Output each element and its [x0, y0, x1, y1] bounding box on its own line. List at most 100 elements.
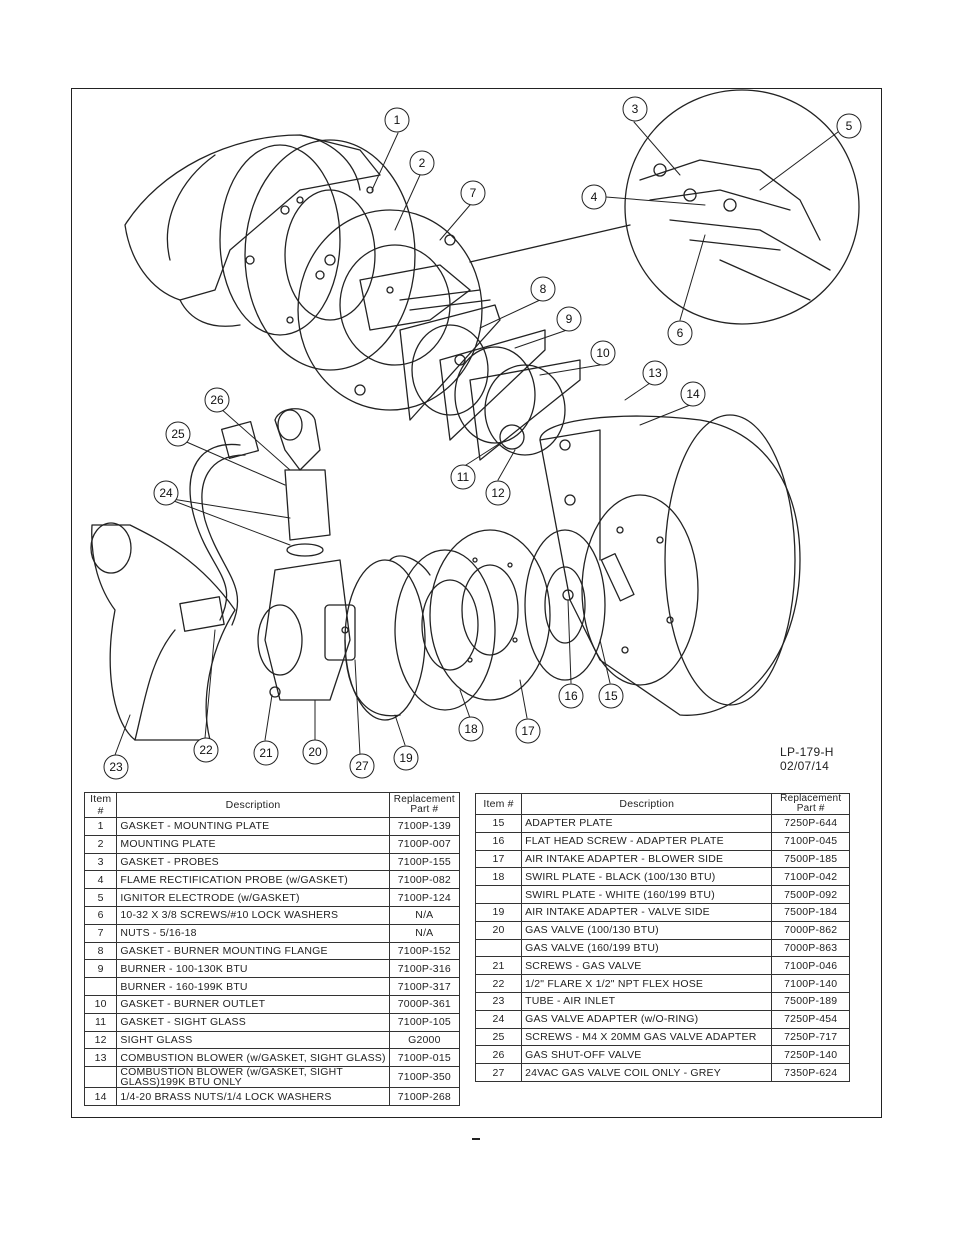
- cell-description: GAS SHUT-OFF VALVE: [521, 1045, 773, 1065]
- intake-adapter-valve-side-shape: [389, 549, 496, 711]
- cell-description: COMBUSTION BLOWER (w/GASKET, SIGHT GLASS…: [116, 1048, 390, 1068]
- cell-item: 6: [83, 905, 118, 925]
- drawing-code: LP-179-H: [780, 745, 834, 759]
- cell-description: AIR INTAKE ADAPTER - BLOWER SIDE: [521, 849, 773, 869]
- cell-description: GASKET - BURNER MOUNTING FLANGE: [116, 941, 390, 961]
- cell-description: 1/4-20 BRASS NUTS/1/4 LOCK WASHERS: [116, 1087, 390, 1106]
- cell-description: BURNER - 160-199K BTU: [116, 977, 390, 996]
- cell-part: 7100P-155: [388, 852, 461, 872]
- callout-24: 24: [159, 486, 173, 500]
- intake-adapter-blower-side-shape: [524, 529, 606, 681]
- cell-item: 21: [474, 956, 523, 976]
- cell-description: GAS VALVE (100/130 BTU): [521, 920, 773, 940]
- callout-circles: [103, 96, 862, 780]
- burner-outlet-gasket-shape: [469, 359, 581, 461]
- cell-description: COMBUSTION BLOWER (w/GASKET, SIGHT GLASS…: [116, 1066, 390, 1089]
- cell-description: TUBE - AIR INLET: [521, 991, 773, 1011]
- callout-5: 5: [846, 119, 853, 133]
- cell-item: [474, 885, 523, 904]
- cell-description: SCREWS - M4 X 20MM GAS VALVE ADAPTER: [521, 1027, 773, 1047]
- cell-item: 18: [474, 867, 523, 887]
- callout-2: 2: [419, 156, 426, 170]
- callout-4: 4: [591, 190, 598, 204]
- cell-part: 7500P-189: [771, 991, 850, 1011]
- cell-item: 7: [83, 923, 118, 943]
- page-frame: [71, 88, 882, 1118]
- detail-bubble-shape: [469, 89, 860, 325]
- cell-description: GASKET - PROBES: [116, 852, 390, 872]
- cell-part: 7250P-717: [771, 1027, 850, 1047]
- header-description: Description: [521, 793, 773, 815]
- cell-item: 3: [83, 852, 118, 872]
- flex-hose-shape: [179, 420, 260, 632]
- cell-item: [83, 1066, 118, 1089]
- cell-part: 7100P-139: [388, 817, 461, 836]
- callout-18: 18: [464, 722, 478, 736]
- cell-part: 7000P-862: [771, 920, 850, 940]
- cell-part: 7100P-316: [388, 959, 461, 979]
- callout-10: 10: [596, 346, 610, 360]
- cell-description: SCREWS - GAS VALVE: [521, 956, 773, 976]
- cell-item: 5: [83, 888, 118, 907]
- cell-part: 7100P-105: [388, 1012, 461, 1032]
- drawing-reference-label: LP-179-H 02/07/14: [780, 745, 834, 773]
- cell-item: 9: [83, 959, 118, 979]
- cell-description: 10-32 X 3/8 SCREWS/#10 LOCK WASHERS: [116, 905, 390, 925]
- cell-part: 7250P-454: [771, 1009, 850, 1029]
- cell-part: 7100P-152: [388, 941, 461, 961]
- cell-item: 17: [474, 849, 523, 869]
- cell-description: 24VAC GAS VALVE COIL ONLY - GREY: [521, 1063, 773, 1082]
- cell-description: FLAME RECTIFICATION PROBE (w/GASKET): [116, 870, 390, 890]
- exploded-view-drawing: 1 2 3 4 5 6 7 8 9 10 11 12 13 14 15 16 1…: [72, 89, 881, 784]
- cell-part: 7250P-644: [771, 814, 850, 833]
- header-part: Replacement Part #: [771, 793, 850, 815]
- header-part: Replacement Part #: [388, 792, 461, 818]
- mounting-plate-gasket-shape: [244, 139, 416, 371]
- cell-item: 1: [83, 817, 118, 836]
- combustion-blower-shape: [539, 414, 801, 716]
- callout-11: 11: [457, 470, 470, 484]
- cell-item: 13: [83, 1048, 118, 1068]
- parts-table-right: Item # Description Replacement Part # 15…: [474, 793, 850, 1082]
- cell-description: SIGHT GLASS: [116, 1030, 390, 1050]
- air-inlet-tube-shape: [90, 522, 236, 741]
- cell-item: 8: [83, 941, 118, 961]
- callout-1: 1: [394, 113, 401, 127]
- callout-21: 21: [259, 746, 273, 760]
- callout-14: 14: [686, 387, 700, 401]
- cell-item: [474, 938, 523, 958]
- cell-part: 7250P-140: [771, 1045, 850, 1065]
- cell-item: 22: [474, 974, 523, 993]
- callout-12: 12: [491, 486, 505, 500]
- cell-item: 11: [83, 1012, 118, 1032]
- callout-15: 15: [604, 689, 618, 703]
- cell-description: GAS VALVE ADAPTER (w/O-RING): [521, 1009, 773, 1029]
- header-item: Item #: [474, 793, 523, 815]
- cell-description: IGNITOR ELECTRODE (w/GASKET): [116, 888, 390, 907]
- table-row: GAS VALVE (160/199 BTU)7000P-863: [474, 938, 850, 958]
- cell-part: 7000P-863: [771, 938, 850, 958]
- cell-description: NUTS - 5/16-18: [116, 923, 390, 943]
- cell-part: 7100P-124: [388, 888, 461, 907]
- callout-26: 26: [210, 393, 224, 407]
- cell-item: 2: [83, 834, 118, 854]
- cell-description: AIR INTAKE ADAPTER - VALVE SIDE: [521, 902, 773, 922]
- cell-part: 7500P-185: [771, 849, 850, 869]
